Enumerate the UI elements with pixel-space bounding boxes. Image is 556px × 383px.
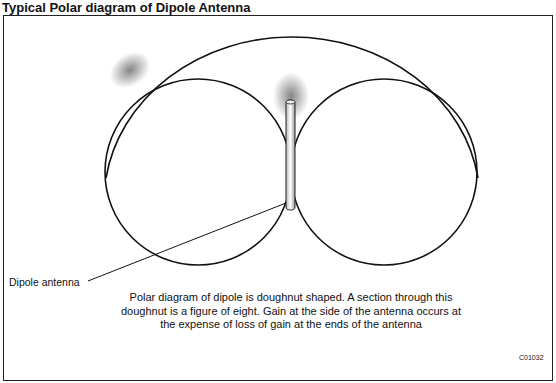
diagram-title: Typical Polar diagram of Dipole Antenna [2, 0, 251, 15]
radiation-pattern [103, 37, 478, 265]
dipole-rod [286, 100, 295, 210]
right-lobe [291, 79, 477, 265]
figure-code: C01032 [519, 353, 544, 362]
part-label: Dipole antenna [9, 276, 80, 289]
shading [103, 44, 157, 95]
caption-text: Polar diagram of dipole is doughnut shap… [121, 291, 461, 332]
leader-line [88, 203, 286, 281]
left-lobe [105, 79, 291, 265]
